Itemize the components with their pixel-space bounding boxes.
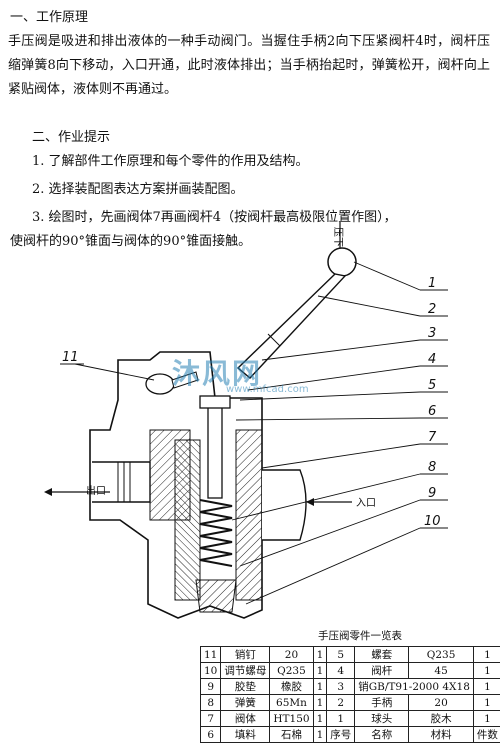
callout-8: 8 bbox=[428, 460, 436, 475]
outlet-label: 出口 bbox=[86, 484, 106, 497]
outlet-arrow bbox=[44, 488, 110, 496]
table-cell: 1 bbox=[472, 678, 500, 695]
table-cell: 1 bbox=[312, 678, 328, 695]
table-cell: 名称 bbox=[354, 726, 410, 743]
inlet-arrow bbox=[306, 498, 352, 506]
table-cell: 5 bbox=[326, 646, 356, 663]
table-cell: 1 bbox=[312, 646, 328, 663]
handle bbox=[236, 247, 357, 379]
leader-lines bbox=[74, 261, 421, 605]
inlet-label: 入口 bbox=[356, 498, 376, 509]
table-cell: 1 bbox=[312, 726, 328, 743]
table-cell: 胶木 bbox=[408, 710, 474, 727]
table-cell: 1 bbox=[312, 662, 328, 679]
table-cell: 手柄 bbox=[354, 694, 410, 711]
valve-body bbox=[89, 351, 307, 619]
callout-6: 6 bbox=[428, 404, 436, 419]
table-cell: 胶垫 bbox=[220, 678, 271, 695]
table-cell: 9 bbox=[199, 678, 222, 695]
table-cell: 调节螺母 bbox=[220, 662, 271, 679]
table-cell: 1 bbox=[312, 710, 328, 727]
table-cell: 2 bbox=[326, 694, 356, 711]
table-cell: 1 bbox=[472, 662, 500, 679]
press-label: 压下 bbox=[332, 227, 344, 247]
table-cell: 1 bbox=[472, 646, 500, 663]
callout-4: 4 bbox=[428, 352, 436, 367]
table-cell: 7 bbox=[199, 710, 222, 727]
callout-underlines bbox=[60, 289, 448, 529]
table-row: 9 胶垫 橡胶 1 3 销GB/T91-2000 4X18 1 bbox=[199, 678, 500, 695]
table-cell: 石棉 bbox=[269, 726, 314, 743]
table-row: 10 调节螺母 Q235 1 4 阀杆 45 1 bbox=[199, 662, 500, 679]
table-cell: 8 bbox=[199, 694, 222, 711]
watermark-logo: 沐风网 bbox=[172, 357, 263, 390]
table-cell: 填料 bbox=[220, 726, 271, 743]
table-cell: 阀杆 bbox=[354, 662, 410, 679]
table-cell: 弹簧 bbox=[220, 694, 271, 711]
table-cell: 1 bbox=[326, 710, 356, 727]
tip-2: 2. 选择装配图表达方案拼画装配图。 bbox=[32, 182, 244, 197]
table-row: 11 销钉 20 1 5 螺套 Q235 1 bbox=[199, 646, 500, 663]
table-cell: 件数 bbox=[472, 726, 500, 743]
table-cell: 45 bbox=[408, 662, 474, 679]
table-cell: 1 bbox=[472, 694, 500, 711]
table-cell: 橡胶 bbox=[269, 678, 314, 695]
table-cell: HT150 bbox=[269, 710, 314, 727]
table-cell: 销钉 bbox=[220, 646, 271, 663]
parts-table: 11 销钉 20 1 5 螺套 Q235 1 10 调节螺母 Q235 1 4 … bbox=[199, 646, 500, 743]
tip-1: 1. 了解部件工作原理和每个零件的作用及结构。 bbox=[32, 154, 309, 169]
tip-3: 3. 绘图时，先画阀体7再画阀杆4（按阀杆最高极限位置作图）， bbox=[32, 210, 397, 225]
callout-10: 10 bbox=[424, 514, 441, 529]
table-cell: 6 bbox=[199, 726, 222, 743]
table-cell: 序号 bbox=[326, 726, 356, 743]
table-cell: Q235 bbox=[408, 646, 474, 663]
tip-3-continued: 使阀杆的90°锥面与阀体的90°锥面接触。 bbox=[10, 234, 252, 249]
callout-5: 5 bbox=[428, 378, 436, 393]
section-title-principle: 一、工作原理 bbox=[10, 10, 89, 25]
callout-11: 11 bbox=[62, 350, 79, 365]
section-title-tips: 二、作业提示 bbox=[32, 130, 111, 145]
table-cell: 3 bbox=[326, 678, 356, 695]
table-row: 8 弹簧 65Mn 1 2 手柄 20 1 bbox=[199, 694, 500, 711]
table-cell: 材料 bbox=[408, 726, 474, 743]
table-cell: 20 bbox=[408, 694, 474, 711]
watermark-url: www.mfcad.com bbox=[226, 384, 309, 395]
table-cell: 10 bbox=[199, 662, 222, 679]
table-cell: 销GB/T91-2000 4X18 bbox=[354, 678, 474, 695]
callout-1: 1 bbox=[428, 276, 436, 291]
table-cell: 阀体 bbox=[220, 710, 271, 727]
parts-table-title: 手压阀零件一览表 bbox=[318, 630, 402, 642]
table-cell: 65Mn bbox=[269, 694, 314, 711]
table-cell: 螺套 bbox=[354, 646, 410, 663]
principle-paragraph: 手压阀是吸进和排出液体的一种手动阀门。当握住手柄2向下压紧阀杆4时，阀杆压缩弹簧… bbox=[8, 34, 490, 97]
table-row: 6 填料 石棉 1 序号 名称 材料 件数 bbox=[199, 726, 500, 743]
table-cell: Q235 bbox=[269, 662, 314, 679]
table-cell: 1 bbox=[312, 694, 328, 711]
table-cell: 4 bbox=[326, 662, 356, 679]
table-row: 7 阀体 HT150 1 1 球头 胶木 1 bbox=[199, 710, 500, 727]
callout-3: 3 bbox=[428, 326, 436, 341]
table-cell: 1 bbox=[472, 710, 500, 727]
callout-9: 9 bbox=[428, 486, 436, 501]
callout-7: 7 bbox=[428, 430, 437, 445]
table-cell: 11 bbox=[199, 646, 222, 663]
callout-2: 2 bbox=[428, 302, 436, 317]
table-cell: 球头 bbox=[354, 710, 410, 727]
table-cell: 20 bbox=[269, 646, 314, 663]
